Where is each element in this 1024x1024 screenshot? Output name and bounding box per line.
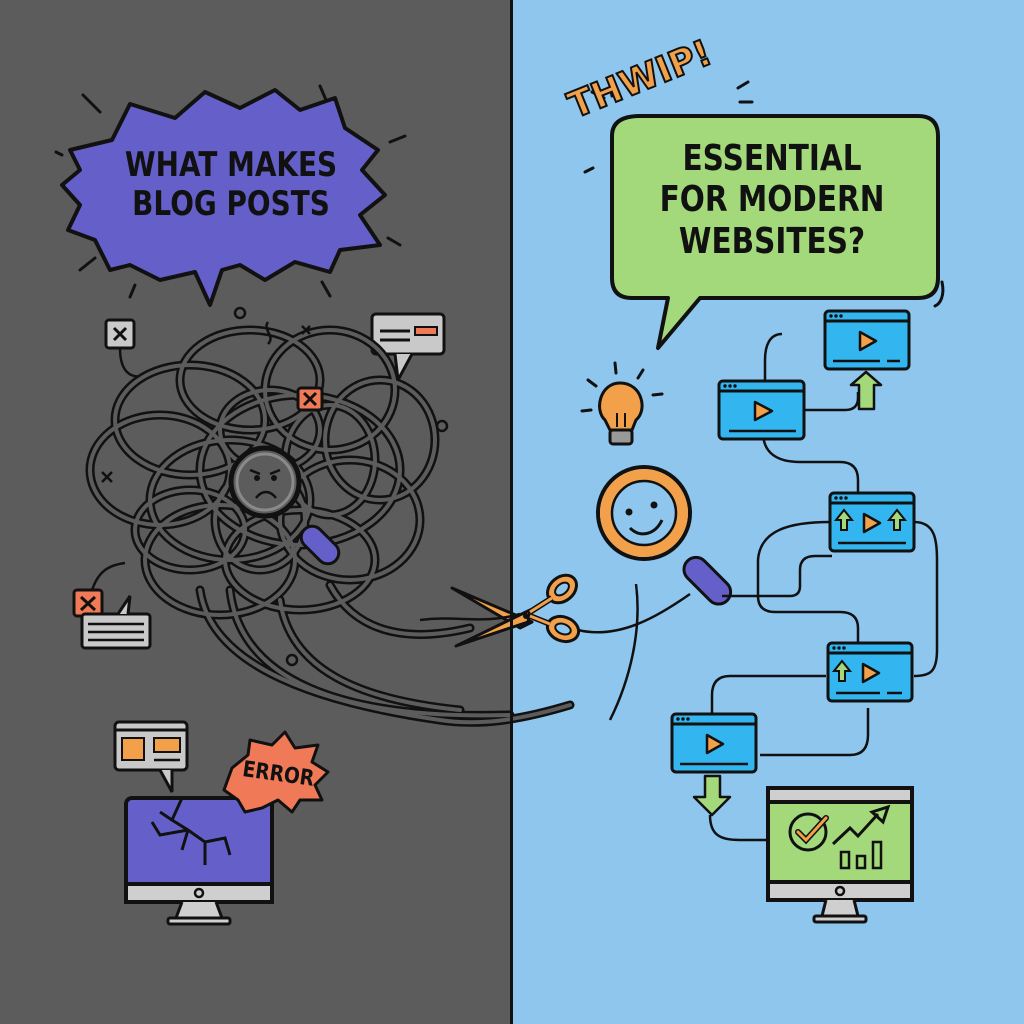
lightbulb-icon — [580, 361, 664, 446]
chat-window-icon — [370, 312, 446, 382]
decorative-marks — [101, 306, 449, 667]
error-message-icon — [72, 561, 152, 650]
right-speech-bubble — [583, 80, 945, 350]
angry-magnifier-icon — [228, 445, 341, 566]
video-player-window-5 — [670, 712, 758, 817]
left-speech-bubble — [54, 84, 407, 307]
left-title-line-2: BLOG POSTS — [132, 184, 330, 225]
right-title-line-1: ESSENTIAL — [682, 138, 862, 179]
panel-divider — [510, 0, 513, 1024]
left-title-line-1: WHAT MAKES — [124, 145, 338, 185]
success-monitor-icon — [766, 786, 914, 924]
browser-window-icon — [113, 720, 189, 793]
tangled-wires-icon — [85, 325, 575, 727]
video-player-window-1 — [823, 309, 911, 411]
right-title-line-3: WEBSITES? — [678, 220, 866, 262]
error-burst — [222, 730, 330, 814]
broken-monitor-icon — [124, 796, 274, 926]
left-title-text: WHAT MAKES BLOG POSTS — [122, 145, 340, 225]
scissors-icon — [450, 573, 581, 648]
right-title-text: ESSENTIAL FOR MODERN WEBSITES? — [641, 138, 903, 262]
right-title-line-2: FOR MODERN — [659, 179, 885, 221]
close-box-icon-orange — [296, 386, 324, 412]
connector-wires — [419, 332, 939, 842]
smiley-magnifier-icon — [596, 465, 733, 606]
video-player-window-4 — [826, 641, 914, 703]
video-player-window-2 — [717, 379, 806, 441]
close-box-icon — [104, 318, 151, 378]
video-player-window-3 — [828, 491, 916, 553]
